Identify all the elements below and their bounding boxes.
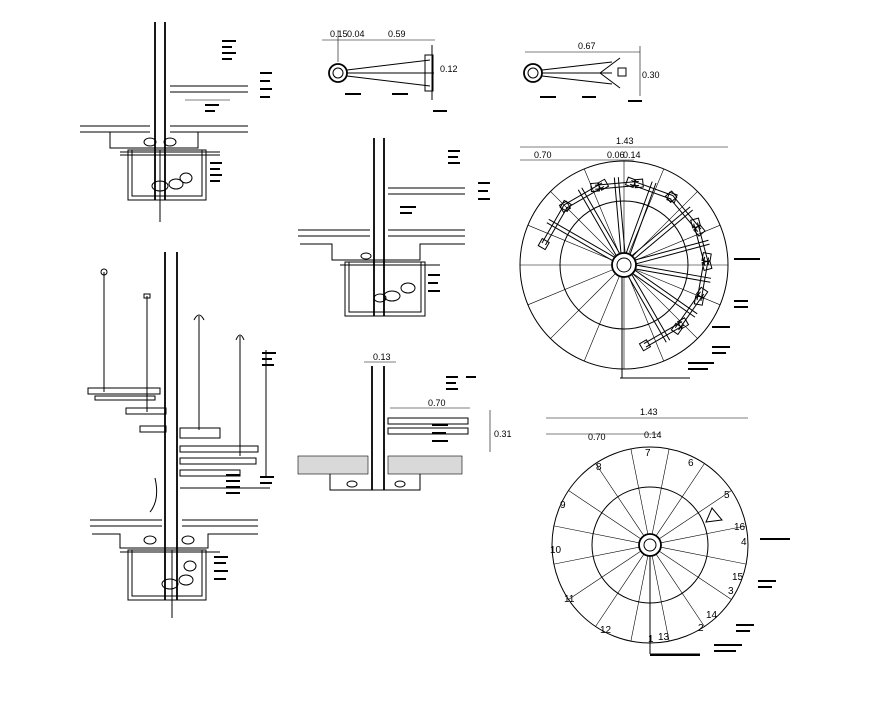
step-number-label: 5 <box>724 490 730 501</box>
plan-spoke-line <box>655 553 705 627</box>
plan-spoke-line <box>583 275 620 362</box>
tread-bracket <box>590 177 644 254</box>
plan-spoke-line <box>651 555 670 642</box>
step-number-label: 1 <box>648 634 654 645</box>
plan-detail-a: 0.15 0.04 0.59 0.12 <box>322 29 458 112</box>
dim-circle-top-diameter: 1.43 <box>616 136 634 146</box>
tread-bracket <box>635 252 712 306</box>
dim-plan-a-length: 0.59 <box>388 29 406 39</box>
step-number-label: 15 <box>732 572 744 583</box>
plan-spoke-line <box>651 448 670 535</box>
step-number-label: 12 <box>600 625 612 636</box>
dim-circle-bottom-radius: 0.70 <box>588 432 606 442</box>
plan-spoke-line <box>630 555 649 642</box>
step-number-label: 2 <box>698 623 704 634</box>
dim-plan-b-length: 0.67 <box>578 41 596 51</box>
dim-circle-top-small2: 0.14 <box>623 150 641 160</box>
plan-spoke-line <box>630 448 649 535</box>
plan-spoke-line <box>550 273 616 339</box>
tread-bracket <box>537 199 615 262</box>
step-number-label: 10 <box>550 545 562 556</box>
dim-circle-bottom-diameter: 1.43 <box>640 407 658 417</box>
step-number-label: 8 <box>596 462 602 473</box>
tread-bracket <box>632 269 709 336</box>
step-number-label: 4 <box>741 537 747 548</box>
step-number-label: 16 <box>734 522 746 533</box>
plan-spoke-line <box>634 269 721 306</box>
dim-plan-b-height: 0.30 <box>642 70 660 80</box>
step-number-label: 7 <box>645 448 651 459</box>
plan-spoke-line <box>553 525 640 544</box>
spiral-stair-elevation <box>87 252 276 618</box>
plan-spoke-line <box>660 525 747 544</box>
dim-post-width: 0.13 <box>373 352 391 362</box>
plan-spoke-line <box>658 550 732 600</box>
plan-spoke-line <box>583 168 620 255</box>
dim-tread-length: 0.70 <box>428 398 446 408</box>
plan-spoke-line <box>634 224 721 261</box>
plan-spoke-line <box>655 463 705 537</box>
tread-bracket <box>627 274 690 352</box>
plan-spoke-line <box>660 546 747 565</box>
step-number-label: 6 <box>688 458 694 469</box>
section-footing-middle <box>298 138 490 317</box>
plan-spoke-line <box>658 490 732 540</box>
step-number-label: 9 <box>560 500 566 511</box>
plan-spoke-line <box>628 275 665 362</box>
plan-spoke-line <box>527 224 614 261</box>
step-number-label: 13 <box>658 632 670 643</box>
plan-spoke-line <box>595 553 645 627</box>
plan-spoke-line <box>632 273 698 339</box>
plan-spoke-line <box>595 463 645 537</box>
step-number-label: 14 <box>706 610 718 621</box>
dim-plan-a-height: 0.12 <box>440 64 458 74</box>
tread-bracket <box>624 176 678 255</box>
plan-spoke-line <box>553 546 640 565</box>
section-slab-detail: 0.13 0.70 0.31 <box>297 352 512 491</box>
dim-tread-height: 0.31 <box>494 429 512 439</box>
dim-plan-a-offset: 0.15 <box>330 29 348 39</box>
dim-circle-bottom-small: 0.14 <box>644 430 662 440</box>
dim-circle-top-small: 0.06 <box>607 150 625 160</box>
circular-plan-treads: 1.43 0.70 0.06 0.14 <box>519 136 760 379</box>
step-number-label: 3 <box>728 586 734 597</box>
step-number-label: 11 <box>564 594 575 605</box>
section-footing-top-left <box>80 22 272 222</box>
plan-spoke-line <box>568 550 642 600</box>
tread-bracket <box>558 178 621 256</box>
plan-spoke-line <box>527 269 614 306</box>
plan-detail-b: 0.67 0.30 <box>523 41 660 102</box>
plan-spoke-line <box>550 191 616 257</box>
dim-circle-top-radius: 0.70 <box>534 150 552 160</box>
plan-spoke-line <box>628 168 665 255</box>
plan-spoke-line <box>568 490 642 540</box>
dim-plan-a-offset2: 0.04 <box>347 29 365 39</box>
